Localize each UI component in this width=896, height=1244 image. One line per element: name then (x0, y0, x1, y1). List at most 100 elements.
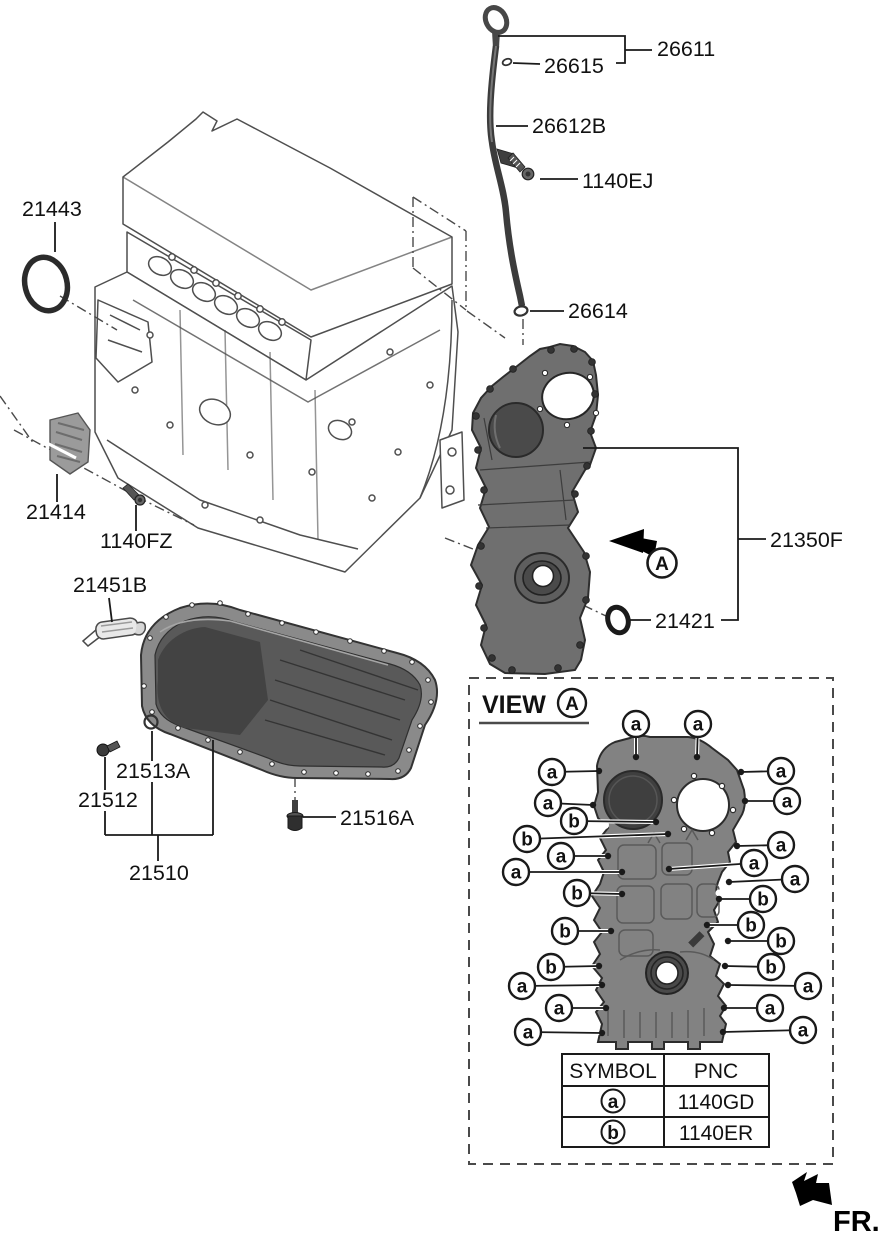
svg-text:b: b (559, 922, 571, 943)
svg-text:a: a (790, 870, 801, 891)
part-label-21443: 21443 (22, 197, 82, 221)
table-header-pnc: PNC (694, 1060, 738, 1083)
oring-21513A (143, 714, 159, 730)
callout-a: a (683, 709, 713, 761)
callout-a: a (720, 993, 785, 1023)
oring-21443 (21, 254, 71, 314)
view-a-inset: VIEW A (468, 677, 834, 1165)
view-marker-letter: A (655, 554, 669, 575)
svg-text:a: a (631, 715, 642, 736)
table-symbol-a: a (608, 1092, 619, 1113)
callout-a: a (733, 830, 796, 860)
drain-plug-21512 (96, 740, 121, 757)
svg-text:a: a (556, 847, 567, 868)
svg-text:a: a (749, 854, 760, 875)
svg-text:b: b (521, 830, 533, 851)
sealant-21451B (81, 617, 147, 647)
view-a-title: VIEW (482, 691, 546, 719)
view-a-marker-circle (556, 687, 588, 719)
svg-text:b: b (765, 958, 777, 979)
svg-text:a: a (782, 792, 793, 813)
callout-a: a (537, 757, 603, 787)
dipstick-neck (492, 31, 500, 48)
svg-text:a: a (776, 836, 787, 857)
table-header-symbol: SYMBOL (569, 1060, 657, 1083)
fr-direction: FR. (792, 1172, 880, 1238)
view-a-cover-front (590, 734, 746, 1050)
bolt-21516A (286, 800, 304, 831)
symbol-pnc-table: SYMBOL PNC a 1140GD b 1140ER (561, 1053, 770, 1148)
part-label-26615: 26615 (544, 54, 604, 78)
part-label-21451B: 21451B (73, 573, 147, 597)
svg-text:b: b (568, 812, 580, 833)
svg-text:b: b (757, 890, 769, 911)
fr-label: FR. (833, 1206, 880, 1238)
part-label-1140EJ: 1140EJ (582, 169, 653, 193)
part-label-21421: 21421 (655, 609, 715, 633)
part-label-21516A: 21516A (340, 806, 415, 830)
part-label-26611: 26611 (657, 37, 715, 61)
svg-text:a: a (765, 999, 776, 1020)
part-label-26614: 26614 (568, 299, 628, 323)
oring-26614 (513, 305, 529, 317)
callout-a: a (621, 709, 651, 761)
callout-a: a (546, 841, 612, 871)
svg-text:b: b (745, 916, 757, 937)
svg-text:a: a (517, 977, 528, 998)
callout-a: a (544, 993, 610, 1023)
part-label-21512: 21512 (78, 788, 138, 812)
callout-b: b (721, 952, 786, 982)
table-symbol-b: b (607, 1123, 619, 1144)
callout-b: b (703, 910, 766, 940)
callout-a: a (501, 857, 626, 887)
callout-a: a (719, 1015, 818, 1045)
callout-a: a (724, 971, 823, 1001)
svg-text:b: b (775, 932, 787, 953)
callout-b: b (715, 884, 778, 914)
callout-a: a (665, 848, 769, 878)
table-pnc-b: 1140ER (679, 1122, 753, 1145)
svg-text:a: a (554, 999, 565, 1020)
svg-text:a: a (693, 715, 704, 736)
dipstick-tube (486, 45, 526, 307)
engine-block-line-art (94, 111, 465, 573)
svg-text:a: a (803, 977, 814, 998)
dipstick-handle-ring (482, 5, 510, 35)
view-direction-arrow: A (609, 529, 678, 579)
callout-a: a (737, 756, 796, 786)
view-marker-circle (646, 547, 678, 579)
svg-text:a: a (543, 794, 554, 815)
bolt-1140EJ (507, 152, 535, 181)
svg-text:a: a (776, 762, 787, 783)
part-label-21510: 21510 (129, 861, 189, 885)
view-a-marker-letter: A (565, 694, 579, 715)
callout-a: a (513, 1017, 606, 1047)
callout-b: b (550, 916, 615, 946)
part-label-26612B: 26612B (532, 114, 606, 138)
callout-b: b (536, 952, 603, 982)
callout-a: a (507, 971, 606, 1001)
callout-b: b (724, 926, 796, 956)
callout-a: a (533, 788, 597, 818)
bracket-21414 (42, 412, 91, 475)
callout-b: b (559, 806, 660, 836)
part-label-21513A: 21513A (116, 759, 191, 783)
callout-b: b (512, 824, 672, 854)
part-label-21350F: 21350F (770, 528, 843, 552)
oil-level-gauge-assembly (482, 5, 535, 317)
bolt-1140FZ (122, 483, 146, 506)
oring-26615 (501, 57, 513, 67)
construction-lines (0, 196, 607, 800)
part-label-21414: 21414 (26, 500, 86, 524)
oil-pan-21510 (139, 600, 438, 781)
svg-text:a: a (511, 863, 522, 884)
fr-arrow-icon (792, 1172, 832, 1206)
seal-21421 (605, 604, 631, 636)
callout-a: a (741, 786, 802, 816)
part-number-labels: 21443 26611 26615 26612B 1140EJ 26614 21350F 21… (22, 37, 843, 885)
svg-text:a: a (523, 1023, 534, 1044)
part-label-1140FZ: 1140FZ (100, 529, 173, 553)
